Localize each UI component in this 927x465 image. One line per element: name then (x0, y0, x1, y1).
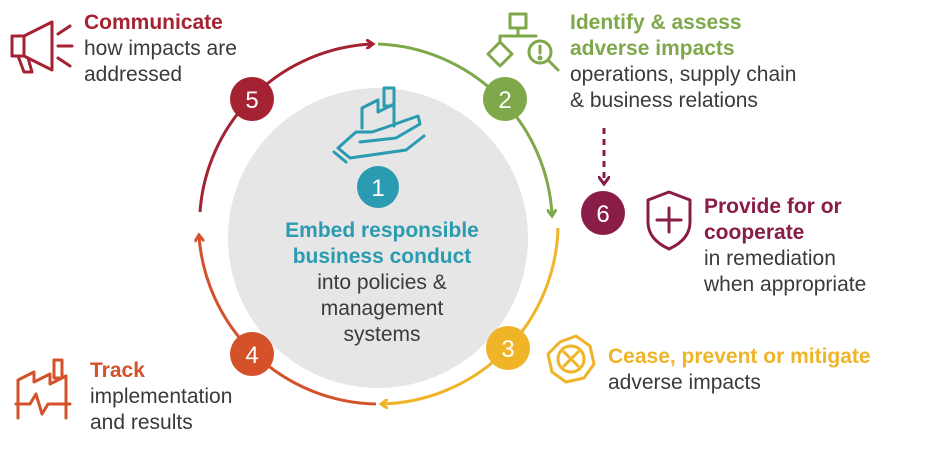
svg-text:2: 2 (498, 87, 511, 114)
step6-body-2: when appropriate (704, 273, 867, 296)
step6-title-2: cooperate (704, 221, 805, 244)
svg-text:4: 4 (245, 342, 258, 369)
step1-title-2: business conduct (292, 245, 472, 268)
step1-title-1: Embed responsible (285, 219, 479, 242)
step2-title-1: Identify & assess (570, 11, 742, 34)
badge-6: 6 (581, 191, 625, 235)
badge-3: 3 (486, 326, 530, 370)
badge-2: 2 (483, 77, 527, 121)
hand-factory-icon (332, 86, 426, 164)
step2-body-2: & business relations (570, 89, 758, 112)
step5-body-1: how impacts are (84, 37, 237, 60)
shield-plus-icon (646, 190, 692, 251)
svg-text:5: 5 (245, 87, 258, 114)
step4-body-2: and results (90, 411, 193, 434)
step1-body-2: management (320, 297, 444, 320)
svg-text:3: 3 (501, 336, 514, 363)
step3-body-1: adverse impacts (608, 371, 761, 394)
badge-4: 4 (230, 332, 274, 376)
step3-text: Cease, prevent or mitigate adverse impac… (608, 344, 871, 396)
step4-body-1: implementation (90, 385, 233, 408)
step5-text: Communicate how impacts are addressed (84, 10, 237, 88)
center-circle (228, 88, 528, 388)
svg-text:1: 1 (371, 175, 384, 202)
step3-title: Cease, prevent or mitigate (608, 345, 871, 368)
cross-octagon-icon (546, 334, 596, 384)
svg-text:6: 6 (596, 201, 609, 228)
step1-body-3: systems (343, 323, 421, 346)
step5-title: Communicate (84, 11, 223, 34)
step2-title-2: adverse impacts (570, 37, 735, 60)
megaphone-icon (10, 20, 74, 74)
badge-1: 1 (357, 166, 399, 208)
step4-title: Track (90, 359, 145, 382)
step5-body-2: addressed (84, 63, 183, 86)
step4-text: Track implementation and results (90, 358, 232, 436)
factory-pulse-icon (14, 358, 72, 420)
step1-body-1: into policies & (317, 271, 447, 294)
step6-title-1: Provide for or (704, 195, 842, 218)
step1-text: Embed responsible business conduct into … (262, 218, 502, 348)
badge-5: 5 (230, 77, 274, 121)
step2-body-1: operations, supply chain (570, 63, 797, 86)
flowchart-magnifier-icon (486, 12, 560, 72)
step6-text: Provide for or cooperate in remediation … (704, 194, 866, 298)
step2-text: Identify & assess adverse impacts operat… (570, 10, 796, 114)
step6-body-1: in remediation (704, 247, 836, 270)
